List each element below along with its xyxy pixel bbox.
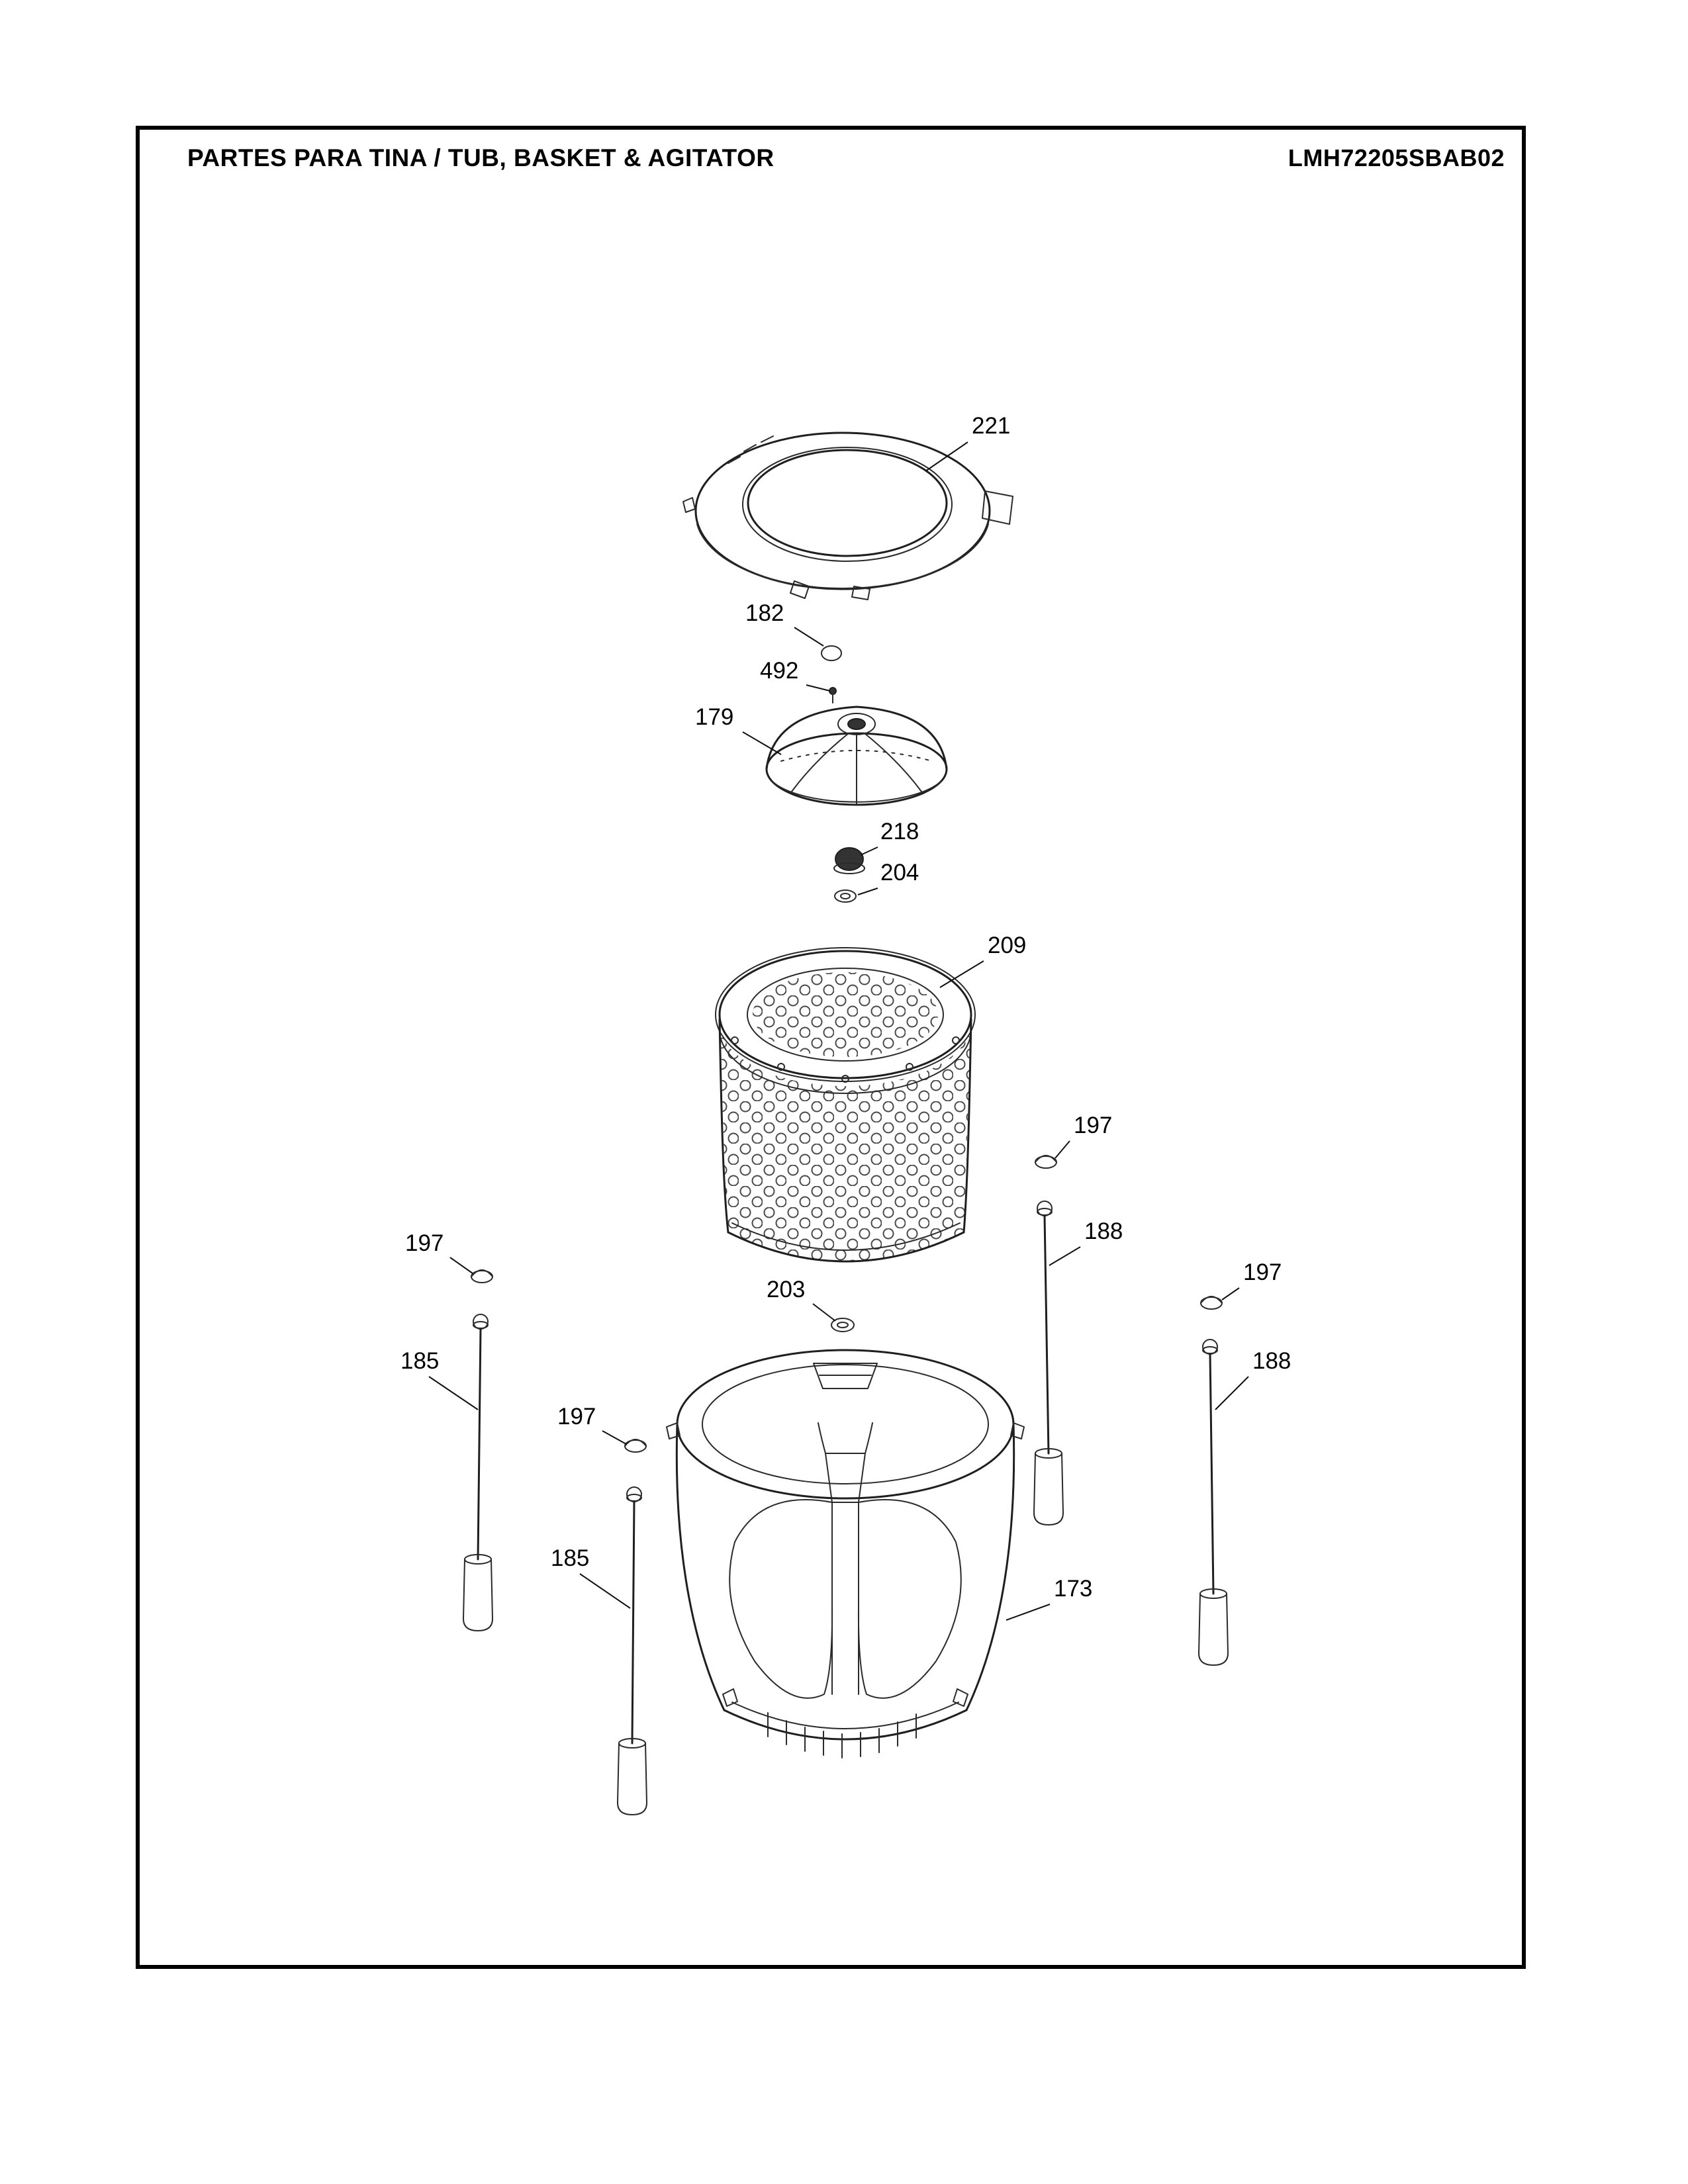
- callout-492: 492: [760, 658, 798, 684]
- callout-197-left-outer: 197: [405, 1230, 444, 1256]
- callout-204: 204: [880, 860, 919, 886]
- callout-179: 179: [695, 704, 733, 730]
- leader-lines: [428, 441, 1249, 1621]
- page-border: [136, 126, 1526, 1969]
- seal-and-screw-drawing: [821, 645, 842, 704]
- callout-197-right-inner: 197: [1074, 1113, 1112, 1138]
- suspension-rod-left-outer-drawing: [463, 1269, 493, 1631]
- suspension-rod-right-outer-drawing: [1198, 1296, 1229, 1666]
- callout-185-left-outer: 185: [400, 1348, 439, 1374]
- callout-203: 203: [767, 1277, 805, 1302]
- callout-218: 218: [880, 819, 919, 844]
- callout-182: 182: [745, 600, 784, 626]
- diagram-header: PARTES PARA TINA / TUB, BASKET & AGITATO…: [187, 144, 1505, 172]
- callout-173: 173: [1054, 1576, 1092, 1602]
- tub-washer-drawing: [831, 1318, 855, 1332]
- callout-197-right-outer: 197: [1243, 1259, 1282, 1285]
- suspension-rod-right-inner-drawing: [1033, 1155, 1064, 1525]
- wash-plate-drawing: [765, 705, 948, 806]
- callout-197-left-inner: 197: [557, 1404, 596, 1430]
- page-title: PARTES PARA TINA / TUB, BASKET & AGITATO…: [187, 144, 774, 171]
- agitator-cap-drawing: [833, 847, 865, 903]
- callout-188-right-inner: 188: [1084, 1218, 1123, 1244]
- outer-tub-drawing: [666, 1349, 1025, 1758]
- callout-209: 209: [988, 933, 1026, 958]
- doc-number: LMH72205SBAB02: [1288, 144, 1505, 171]
- basket-drawing: [715, 947, 976, 1263]
- callout-labels: 221 182 492 179 218 204 209 197 188 197 …: [400, 413, 1291, 1602]
- tub-cover-drawing: [682, 432, 1013, 600]
- suspension-rod-left-inner-drawing: [617, 1439, 647, 1815]
- callout-185-left-inner: 185: [551, 1545, 589, 1571]
- callout-188-right-outer: 188: [1252, 1348, 1291, 1374]
- callout-221: 221: [972, 413, 1010, 439]
